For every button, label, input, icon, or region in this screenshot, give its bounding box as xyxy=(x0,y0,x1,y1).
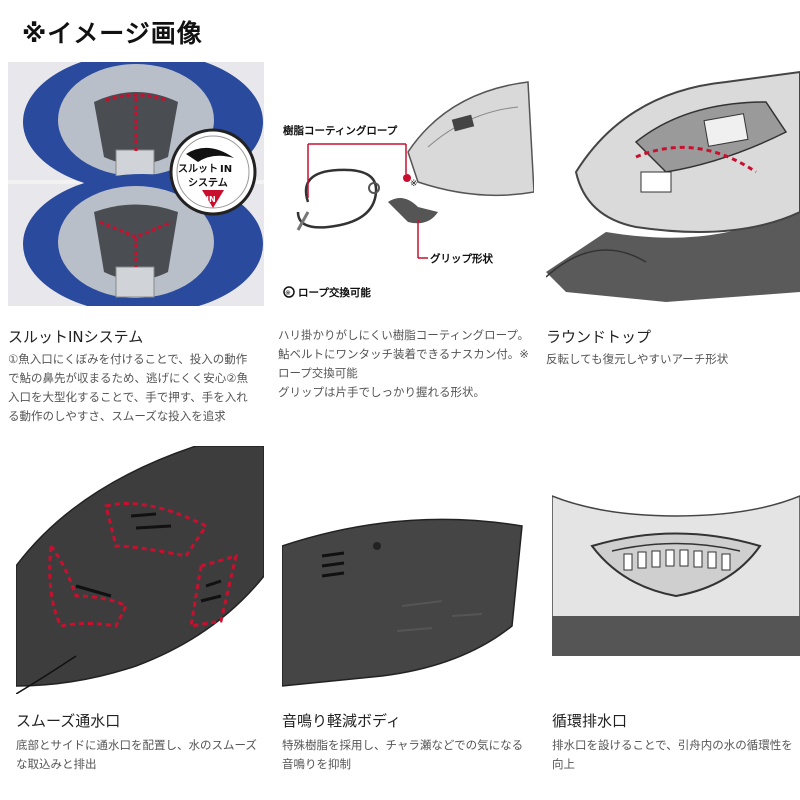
page-title: ※イメージ画像 xyxy=(22,19,203,48)
smooth-intake-image xyxy=(16,446,264,694)
replace-mark: ※ xyxy=(285,289,291,297)
feature-desc-round-top: 反転しても復元しやすいアーチ形状 xyxy=(546,352,729,366)
circulation-drain-illustration xyxy=(552,446,800,694)
slit-in-system-image: スルット IN システム IN xyxy=(8,62,264,306)
feature-desc-circulation-drain: 排水口を設けることで、引舟内の水の循環性を 向上 xyxy=(552,738,793,771)
noise-reduction-illustration xyxy=(282,446,530,694)
badge-mark: IN xyxy=(206,195,216,204)
feature-title-noise-reduction: 音鳴り軽減ボディ xyxy=(282,712,401,730)
feature-title-smooth-intake: スムーズ通水口 xyxy=(16,712,121,730)
smooth-intake-illustration xyxy=(16,446,264,694)
circulation-drain-image xyxy=(552,446,800,694)
slit-in-illustration: スルット IN システム IN xyxy=(8,62,264,306)
rope-image: 樹脂コーティングロープ ※ グリップ形状 ※ ロープ交換可能 xyxy=(278,62,534,306)
feature-title-circulation-drain: 循環排水口 xyxy=(552,712,628,730)
feature-desc-rope: ハリ掛かりがしにくい樹脂コーティングロープ。 鮎ベルトにワンタッチ装着できるナス… xyxy=(278,328,530,399)
rope-illustration: 樹脂コーティングロープ ※ グリップ形状 ※ ロープ交換可能 xyxy=(278,62,534,306)
feature-desc-smooth-intake: 底部とサイドに通水口を配置し、水のスムーズ な取込みと排出 xyxy=(16,738,257,771)
grip-label: グリップ形状 xyxy=(430,252,493,265)
feature-title-slit-in: スルットINシステム xyxy=(8,328,144,346)
badge-line1: スルット xyxy=(178,163,218,175)
badge-line2: システム xyxy=(188,177,228,189)
feature-desc-slit-in: ①魚入口にくぼみを付けることで、投入の動作 で鮎の鼻先が収まるため、逃げにくく安… xyxy=(8,352,249,423)
replace-label: ロープ交換可能 xyxy=(298,286,371,299)
feature-desc-noise-reduction: 特殊樹脂を採用し、チャラ瀬などでの気になる 音鳴りを抑制 xyxy=(282,738,524,771)
rope-label: 樹脂コーティングロープ xyxy=(283,124,398,137)
badge-line1b: IN xyxy=(220,164,232,175)
feature-title-round-top: ラウンドトップ xyxy=(546,328,652,346)
noise-reduction-image xyxy=(282,446,530,694)
round-top-illustration xyxy=(546,62,800,306)
round-top-image xyxy=(546,62,800,306)
rope-note-mark: ※ xyxy=(410,179,418,189)
